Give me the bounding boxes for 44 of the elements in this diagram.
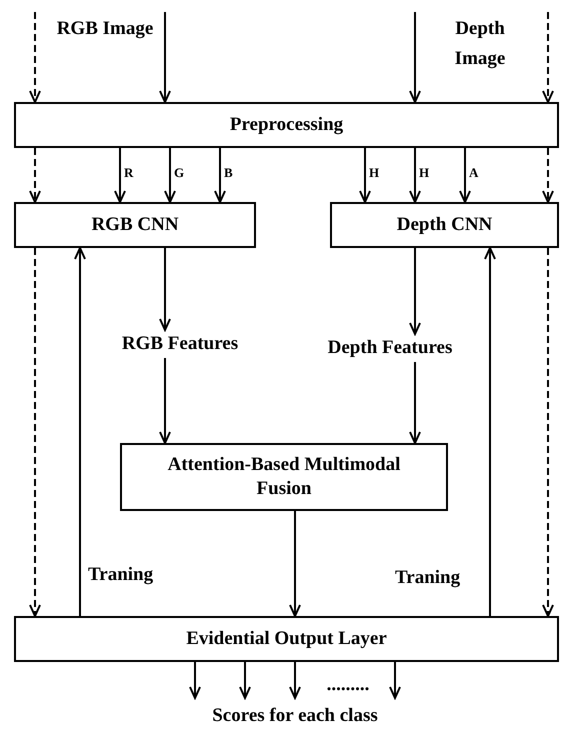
edge-label: H — [369, 166, 380, 179]
dashed-arrow — [29, 148, 41, 203]
process-box: Attention-Based Multimodal Fusion — [120, 443, 448, 511]
input-label: Depth Image — [454, 17, 506, 72]
arrow — [114, 148, 126, 203]
edge-label: Traning — [88, 565, 154, 584]
arrow — [214, 148, 226, 203]
dashed-arrow — [542, 248, 554, 617]
edge-label: R — [124, 166, 134, 179]
ellipsis-dots: ......... — [326, 673, 370, 697]
dashed-arrow — [542, 12, 554, 103]
arrow — [159, 248, 171, 331]
arrow — [289, 511, 301, 617]
arrow — [389, 662, 401, 699]
arrow — [164, 148, 176, 203]
process-box: Evidential Output Layer — [14, 616, 559, 662]
dashed-arrow — [29, 248, 41, 617]
arrow — [189, 662, 201, 699]
text-label: Scores for each class — [180, 698, 410, 734]
process-box: Depth CNN — [330, 202, 559, 248]
edge-label: Traning — [395, 568, 460, 587]
arrow — [484, 247, 496, 616]
arrow — [409, 362, 421, 444]
edge-label: H — [419, 166, 430, 179]
dashed-arrow — [29, 12, 41, 103]
input-label: RGB Image — [56, 17, 154, 41]
arrow — [409, 148, 421, 203]
arrow — [459, 148, 471, 203]
process-box: RGB CNN — [14, 202, 256, 248]
arrow — [409, 248, 421, 335]
text-label: RGB Features — [100, 330, 260, 358]
arrow — [74, 247, 86, 616]
text-label: Depth Features — [305, 334, 475, 362]
process-box: Preprocessing — [14, 102, 559, 148]
edge-label: B — [224, 166, 233, 179]
arrow — [159, 358, 171, 444]
arrow — [409, 12, 421, 103]
edge-label: G — [174, 166, 184, 179]
edge-label: A — [469, 166, 478, 179]
dashed-arrow — [542, 148, 554, 203]
arrow — [239, 662, 251, 699]
arrow — [289, 662, 301, 699]
arrow — [159, 12, 171, 103]
arrow — [359, 148, 371, 203]
